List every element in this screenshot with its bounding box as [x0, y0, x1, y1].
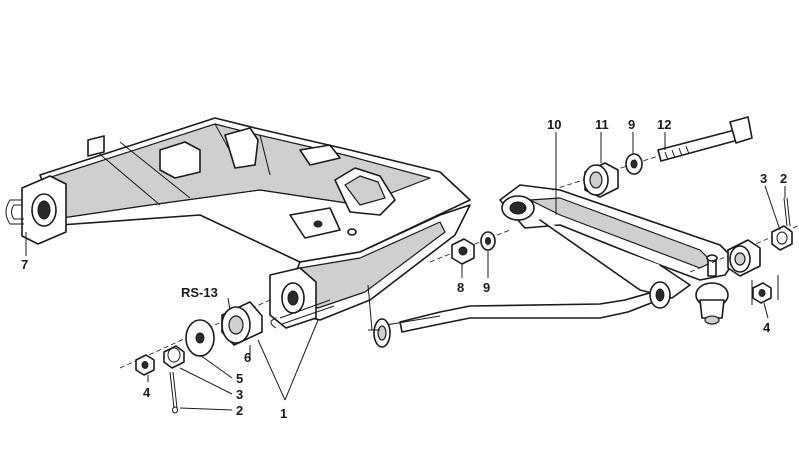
callout-10: 10 [547, 117, 561, 132]
callout-6: 6 [244, 350, 251, 365]
callout-2-left: 2 [236, 403, 243, 418]
axle-carrier [5, 117, 471, 331]
callout-9-centre: 9 [483, 280, 490, 295]
callout-3-left: 3 [236, 387, 243, 402]
callout-11: 11 [595, 117, 609, 132]
callout-2-right: 2 [780, 171, 787, 186]
callout-4-right: 4 [763, 320, 771, 335]
centre-nut-washer [429, 229, 511, 265]
callout-7: 7 [21, 257, 28, 272]
tension-rod [368, 289, 665, 348]
callout-4-left: 4 [143, 385, 151, 400]
callout-labels: 7 RS-13 6 5 3 2 4 1 8 9 10 11 9 12 3 2 4 [21, 117, 787, 421]
callout-5: 5 [236, 371, 243, 386]
callout-12: 12 [657, 117, 671, 132]
callout-3-right: 3 [760, 171, 767, 186]
callout-9-rear: 9 [628, 117, 635, 132]
leader-lines [25, 132, 786, 411]
front-bushing-stack [119, 299, 271, 414]
callout-rs13: RS-13 [181, 285, 218, 300]
rear-bushing-stack [551, 116, 753, 198]
right-bushing-stack [689, 197, 799, 305]
control-arm [499, 184, 736, 325]
callout-1: 1 [280, 406, 287, 421]
callout-8: 8 [457, 280, 464, 295]
